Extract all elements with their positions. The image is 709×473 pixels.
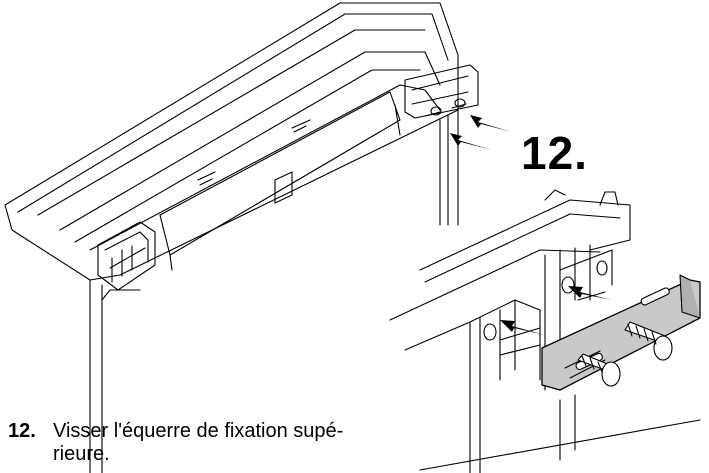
- instruction-text-line1: Visser l'équerre de fixation supé-: [53, 420, 344, 442]
- instruction-text-line2: rieure.: [53, 443, 110, 465]
- appliance-top-view: [4, 2, 479, 473]
- instruction-step-number: 12.: [8, 420, 36, 442]
- arrow-icon: [500, 286, 612, 335]
- instruction-caption: 12. Visser l'équerre de fixation supé- ri…: [8, 420, 368, 466]
- screw-icon: [577, 321, 673, 387]
- step-number-large: 12.: [521, 127, 588, 179]
- arrow-icon: [450, 115, 512, 150]
